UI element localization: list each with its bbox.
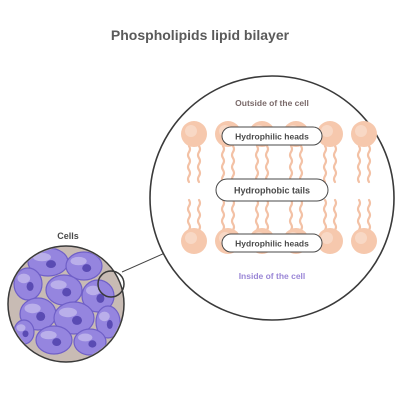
hydrophobic-tails-pill: Hydrophobic tails [215,178,329,202]
nucleus [62,288,72,297]
nucleus [96,293,105,303]
tail [220,144,226,184]
cells-label: Cells [57,231,79,241]
cell [13,319,35,345]
nucleus [36,311,46,321]
tail [288,198,294,232]
hydrophilic-heads-top-label: Hydrophilic heads [235,132,309,142]
cells-dish [7,245,125,363]
inside-label: Inside of the cell [239,271,306,281]
phosphate-head-icon [351,121,377,147]
tail [264,144,270,184]
tail [332,144,338,184]
nucleus [72,315,82,325]
tail [322,144,328,184]
page-title: Phospholipids lipid bilayer [111,27,290,43]
cell [35,325,73,355]
phospholipid-pair [351,121,377,254]
tail [356,198,362,232]
outside-label: Outside of the cell [235,98,309,108]
phosphate-head-icon [317,228,343,254]
nucleus [82,264,92,273]
cell [95,305,121,339]
tail [332,198,338,232]
nucleus [88,340,97,348]
nucleus [26,281,34,291]
nucleus [22,330,29,338]
cell [27,247,69,277]
cell [65,251,103,281]
tail [196,144,202,184]
tail [298,198,304,232]
hydrophobic-tails-label: Hydrophobic tails [234,186,310,196]
phosphate-head-icon [181,121,207,147]
cell [53,301,95,335]
tail [254,144,260,184]
tail [298,144,304,184]
tail [264,198,270,232]
hydrophilic-heads-bottom-pill: Hydrophilic heads [221,233,323,253]
nucleus [52,338,62,347]
phospholipid-pair [317,121,343,254]
tail [366,144,372,184]
magnifier-circle-icon [97,270,125,298]
tail [322,198,328,232]
nucleus [46,260,56,269]
tail [230,198,236,232]
tail [220,198,226,232]
cell [45,274,83,306]
tail [186,198,192,232]
cell [73,328,107,356]
tail [230,144,236,184]
phospholipid-pair [181,121,207,254]
tail [254,198,260,232]
tail [366,198,372,232]
phosphate-head-icon [181,228,207,254]
hydrophilic-heads-bottom-label: Hydrophilic heads [235,239,309,249]
tail [196,198,202,232]
tail [288,144,294,184]
hydrophilic-heads-top-pill: Hydrophilic heads [221,126,323,146]
nucleus [106,319,113,329]
phosphate-head-icon [317,121,343,147]
tail [356,144,362,184]
tail [186,144,192,184]
phosphate-head-icon [351,228,377,254]
